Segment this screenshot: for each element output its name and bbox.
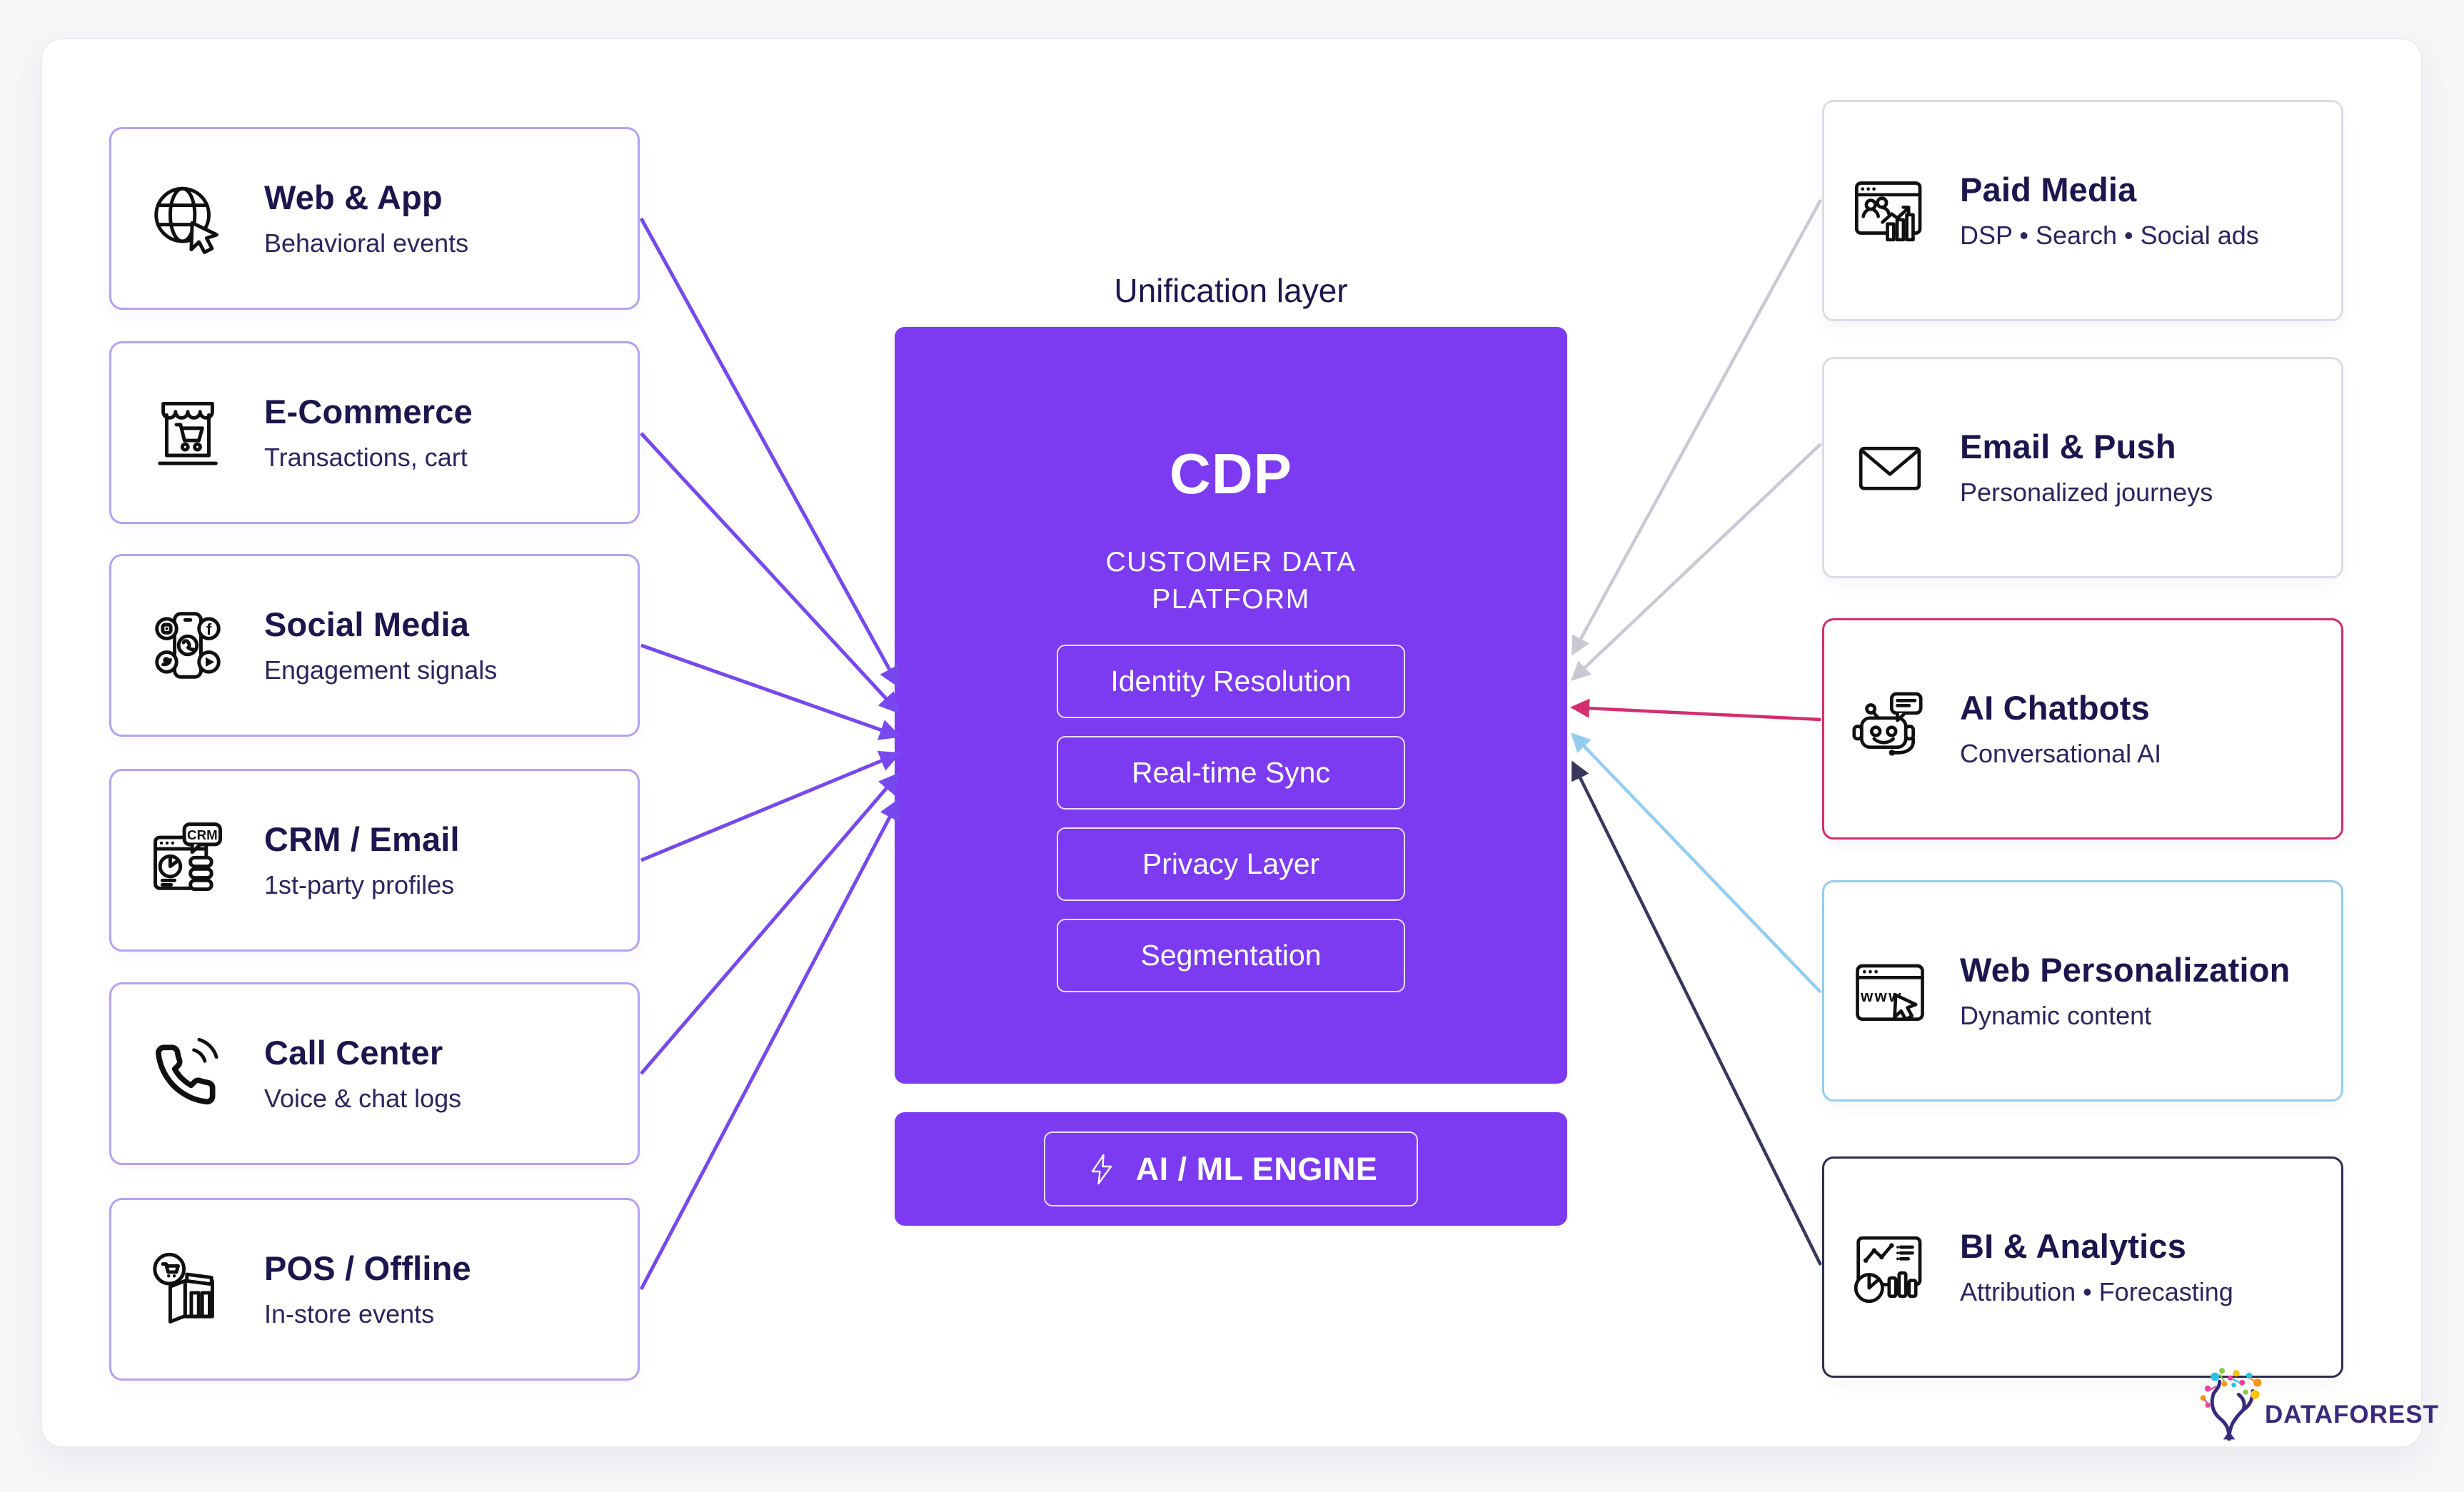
destination-card-email-push: Email & Push Personalized journeys bbox=[1822, 357, 2343, 578]
ai-ml-engine-button: AI / ML ENGINE bbox=[1044, 1131, 1418, 1206]
cdp-acronym: CDP bbox=[1170, 442, 1292, 505]
destination-title: BI & Analytics bbox=[1960, 1226, 2187, 1265]
destination-card-bi-analytics: BI & Analytics Attribution • Forecasting bbox=[1822, 1156, 2343, 1378]
destination-subtitle: Conversational AI bbox=[1960, 738, 2162, 768]
source-subtitle: Transactions, cart bbox=[264, 442, 468, 472]
source-subtitle: 1st-party profiles bbox=[264, 870, 455, 899]
svg-text:f: f bbox=[206, 620, 212, 638]
destination-title: Paid Media bbox=[1960, 170, 2137, 208]
phone-social-icon: f bbox=[155, 612, 221, 679]
source-card-social-media: f Social Media Engagement signals bbox=[109, 554, 640, 737]
source-title: Social Media bbox=[264, 605, 470, 643]
phone-handset-icon bbox=[156, 1037, 218, 1105]
destination-subtitle: DSP • Search • Social ads bbox=[1960, 220, 2259, 250]
destination-subtitle: Attribution • Forecasting bbox=[1960, 1276, 2233, 1306]
cdp-full-name: CUSTOMER DATA PLATFORM bbox=[1105, 547, 1357, 615]
source-subtitle: Behavioral events bbox=[264, 228, 469, 258]
svg-text:CRM: CRM bbox=[187, 827, 218, 842]
envelope-icon bbox=[1859, 446, 1921, 490]
cdp-module-identity-resolution: Identity Resolution bbox=[1057, 645, 1405, 718]
crm-browser-icon: CRM bbox=[154, 822, 222, 892]
source-title: Web & App bbox=[264, 178, 443, 216]
globe-cursor-icon bbox=[154, 186, 219, 254]
source-card-call-center: Call Center Voice & chat logs bbox=[109, 982, 640, 1165]
source-card-crm-email: CRM CRM / Email 1st-party profiles bbox=[109, 769, 640, 952]
destination-title: AI Chatbots bbox=[1960, 688, 2150, 727]
source-card-web-app: Web & App Behavioral events bbox=[109, 127, 640, 310]
ai-ml-engine-box: AI / ML ENGINE bbox=[895, 1112, 1567, 1226]
destination-card-ai-chatbots: AI Chatbots Conversational AI bbox=[1822, 618, 2343, 840]
source-card-ecommerce: E-Commerce Transactions, cart bbox=[109, 341, 640, 524]
source-title: Call Center bbox=[264, 1033, 443, 1072]
source-subtitle: Voice & chat logs bbox=[264, 1083, 462, 1113]
dataforest-logo-text: DATAFOREST bbox=[2265, 1401, 2439, 1428]
storefront-cart-icon bbox=[158, 401, 218, 465]
dataforest-tree-icon bbox=[2200, 1368, 2262, 1441]
destination-subtitle: Personalized journeys bbox=[1960, 477, 2213, 507]
ad-window-icon bbox=[1855, 181, 1922, 242]
source-title: E-Commerce bbox=[264, 392, 473, 430]
lightning-icon bbox=[1091, 1154, 1112, 1184]
store-building-icon bbox=[153, 1252, 214, 1324]
unification-layer-label: Unification layer bbox=[1114, 272, 1348, 309]
destination-card-paid-media: Paid Media DSP • Search • Social ads bbox=[1822, 100, 2343, 321]
destination-subtitle: Dynamic content bbox=[1960, 1000, 2152, 1030]
destination-card-web-personalization: www Web Personalization Dynamic content bbox=[1822, 880, 2343, 1102]
destination-title: Web Personalization bbox=[1960, 950, 2290, 989]
robot-icon bbox=[1852, 692, 1923, 756]
source-subtitle: In-store events bbox=[264, 1299, 435, 1329]
source-title: CRM / Email bbox=[264, 820, 460, 858]
cdp-module-segmentation: Segmentation bbox=[1057, 919, 1405, 992]
cdp-module-realtime-sync: Real-time Sync bbox=[1057, 736, 1405, 810]
dashboard-icon bbox=[1854, 1236, 1922, 1304]
source-title: POS / Offline bbox=[264, 1249, 471, 1287]
destination-title: Email & Push bbox=[1960, 427, 2176, 465]
cdp-box: CDP CUSTOMER DATA PLATFORM Identity Reso… bbox=[895, 327, 1567, 1084]
dataforest-logo: DATAFOREST bbox=[2193, 1365, 2439, 1441]
ai-ml-engine-label: AI / ML ENGINE bbox=[1135, 1150, 1378, 1187]
source-card-pos-offline: POS / Offline In-store events bbox=[109, 1198, 640, 1381]
www-cursor-icon: www bbox=[1856, 964, 1924, 1022]
cdp-module-privacy-layer: Privacy Layer bbox=[1057, 827, 1405, 901]
source-subtitle: Engagement signals bbox=[264, 655, 498, 685]
